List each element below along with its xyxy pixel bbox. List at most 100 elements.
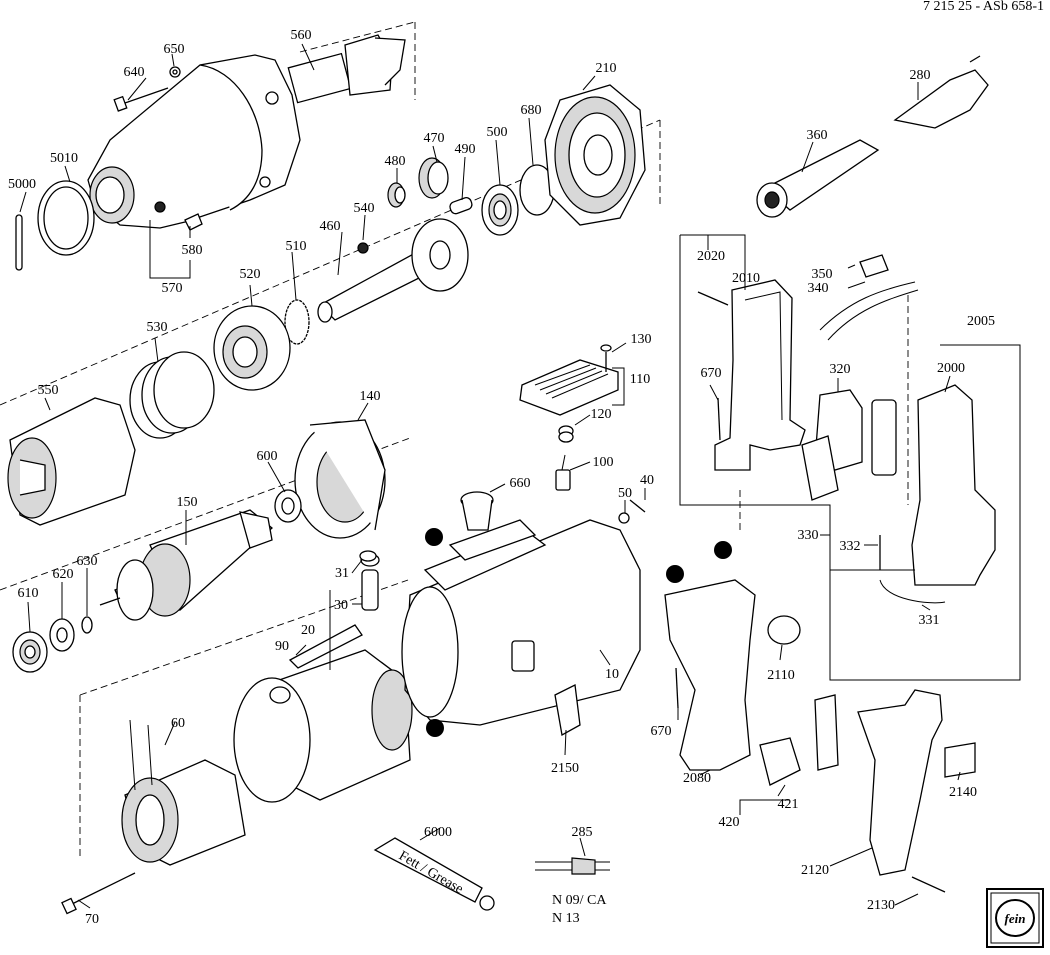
- motor-housing-10: [401, 519, 641, 726]
- part-label-p6000: 6000: [424, 825, 452, 840]
- part-label-p470: 470: [424, 131, 445, 146]
- part-label-p2000: 2000: [937, 361, 965, 376]
- screw-70: [61, 872, 136, 915]
- part-label-p50: 50: [618, 486, 632, 501]
- part-label-p510: 510: [286, 239, 307, 254]
- field-coil-60: [121, 719, 246, 866]
- part-label-p610: 610: [18, 586, 39, 601]
- needle-bearing-480: [387, 182, 406, 208]
- part-label-p680: 680: [521, 103, 542, 118]
- part-label-p640: 640: [124, 65, 145, 80]
- model-code-2: N 13: [552, 911, 580, 926]
- o-ring-5010: [37, 180, 95, 256]
- handle-assembly-frame: [679, 235, 1021, 681]
- label-2150: [554, 684, 581, 737]
- label-2140: [944, 742, 976, 778]
- part-label-p320: 320: [830, 362, 851, 377]
- part-label-p332: 332: [840, 539, 861, 554]
- marker-b-handle-text: B: [718, 544, 727, 559]
- part-label-p2130: 2130: [867, 898, 895, 913]
- screw-40: [629, 499, 646, 513]
- part-label-p350: 350: [812, 267, 833, 282]
- part-label-p670b: 670: [651, 724, 672, 739]
- part-label-p285: 285: [572, 825, 593, 840]
- armature-150: [99, 509, 274, 621]
- spring-530: [129, 351, 215, 439]
- part-label-p140: 140: [360, 389, 381, 404]
- gear-housing-cone: [87, 54, 301, 229]
- part-label-p670a: 670: [701, 366, 722, 381]
- screw-2020: [697, 291, 729, 306]
- part-label-p210: 210: [596, 61, 617, 76]
- pin-5000: [15, 214, 23, 271]
- brush-100: [555, 454, 571, 491]
- part-label-p490: 490: [455, 142, 476, 157]
- clutch-550: [7, 397, 136, 526]
- part-label-p550: 550: [38, 383, 59, 398]
- screw-2130: [911, 876, 946, 893]
- part-label-p421: 421: [778, 797, 799, 812]
- fan-shroud-140: [294, 419, 386, 539]
- part-label-p5010: 5010: [50, 151, 78, 166]
- part-label-p540: 540: [354, 201, 375, 216]
- marker-a-housing: A: [426, 719, 444, 737]
- part-label-p31: 31: [335, 566, 349, 581]
- part-label-p460: 460: [320, 219, 341, 234]
- part-label-p5000: 5000: [8, 177, 36, 192]
- screw-670-upper: [717, 397, 721, 441]
- part-label-p60: 60: [171, 716, 185, 731]
- screw-670-lower: [675, 667, 679, 709]
- brush-holder-30: [360, 553, 380, 611]
- cover-660: [460, 491, 494, 531]
- wire-331: [879, 579, 946, 604]
- pin-490: [449, 197, 473, 215]
- part-label-p560: 560: [291, 28, 312, 43]
- part-label-p500: 500: [487, 125, 508, 140]
- part-label-p580: 580: [182, 243, 203, 258]
- part-label-p2110: 2110: [767, 668, 794, 683]
- bearing-600: [274, 489, 302, 523]
- part-label-p10: 10: [605, 667, 619, 682]
- screw-580: [184, 213, 203, 231]
- marker-b-handle: B: [714, 541, 732, 559]
- capacitor-330: [871, 399, 897, 476]
- part-label-p100: 100: [593, 455, 614, 470]
- marker-a-housing-text: A: [430, 722, 441, 737]
- switch-421: [759, 694, 839, 786]
- screw-130: [600, 344, 612, 372]
- logo-text: fein: [1005, 911, 1026, 926]
- part-label-p570: 570: [162, 281, 183, 296]
- side-handle-360: [756, 139, 880, 218]
- part-label-p330: 330: [798, 528, 819, 543]
- part-label-p650: 650: [164, 42, 185, 57]
- spindle-560: [287, 34, 406, 104]
- washer-620: [49, 618, 75, 652]
- washer-50: [618, 512, 630, 524]
- part-label-p150: 150: [177, 495, 198, 510]
- ball-540: [357, 242, 369, 254]
- part-label-p660: 660: [510, 476, 531, 491]
- part-label-p280: 280: [910, 68, 931, 83]
- part-label-p20: 20: [301, 623, 315, 638]
- gear-470: [418, 157, 449, 199]
- part-label-p130: 130: [631, 332, 652, 347]
- model-code-1: N 09/ CA: [552, 893, 607, 908]
- part-label-p2010: 2010: [732, 271, 760, 286]
- part-label-p30: 30: [334, 598, 348, 613]
- marker-b-housing: B: [425, 528, 443, 546]
- part-label-p530: 530: [147, 320, 168, 335]
- part-label-p331: 331: [919, 613, 940, 628]
- handle-half-2000: [911, 384, 996, 586]
- part-label-p420: 420: [719, 815, 740, 830]
- part-label-p2150: 2150: [551, 761, 579, 776]
- cable-clamp-350: [859, 254, 889, 278]
- part-label-p2140: 2140: [949, 785, 977, 800]
- part-label-p120: 120: [591, 407, 612, 422]
- cable-280: [893, 55, 989, 129]
- washer-630: [81, 616, 93, 634]
- bearing-610: [12, 631, 48, 673]
- brush-90: [288, 624, 363, 669]
- marker-b-housing-text: B: [429, 531, 438, 546]
- part-label-p2080: 2080: [683, 771, 711, 786]
- part-label-p340: 340: [808, 281, 829, 296]
